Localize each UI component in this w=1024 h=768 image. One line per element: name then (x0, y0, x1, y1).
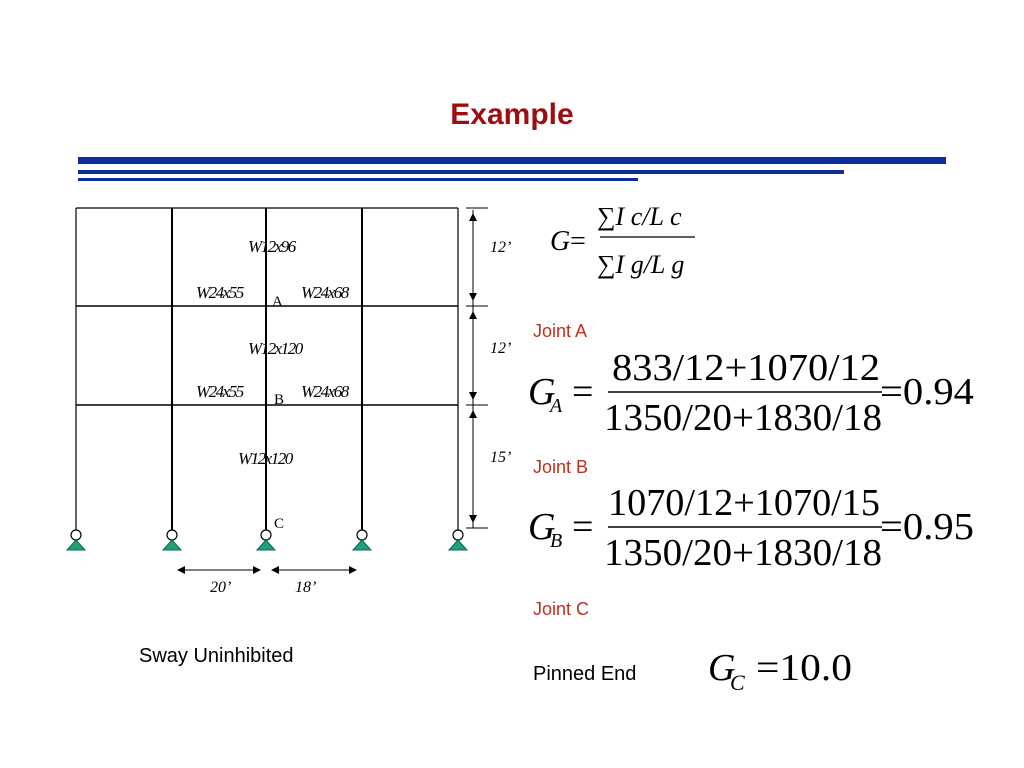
pin-support-5 (447, 529, 469, 551)
slide-title: Example (450, 98, 574, 131)
joint-a-equation: G A = 833/12+1070/12 1350/20+1830/18 =0.… (528, 347, 974, 439)
pin-support-3 (255, 529, 277, 551)
joint-a-numerator: 833/12+1070/12 (612, 347, 880, 389)
span-label-1: 20’ (210, 579, 231, 596)
joint-a-eq: = (572, 371, 593, 413)
pin-support-1 (65, 529, 87, 551)
header-rule-thin (78, 178, 638, 181)
general-numerator: ∑I c/L c (597, 202, 682, 231)
general-lhs: G= (550, 226, 585, 257)
joint-b-result: =0.95 (880, 506, 974, 548)
joint-b-label: B (274, 392, 284, 408)
col-mid-label: W12x120 (248, 339, 304, 358)
header-rule-thick (78, 157, 946, 164)
joint-c-heading: Joint C (533, 599, 590, 619)
joint-a-label: A (272, 294, 283, 310)
height-label-2: 12’ (490, 340, 511, 357)
height-label-1: 12’ (490, 239, 511, 256)
pinned-end-label: Pinned End (533, 663, 637, 685)
joint-a-result: =0.94 (880, 371, 974, 413)
joint-b-denominator: 1350/20+1830/18 (604, 532, 882, 574)
header-rule-mid (78, 170, 844, 174)
general-denominator: ∑I g/L g (597, 250, 684, 279)
col-top-label: W12x96 (248, 237, 297, 256)
joint-a-sub: A (548, 395, 563, 417)
joint-c-sub: C (730, 670, 745, 695)
joint-c-result: =10.0 (756, 647, 852, 689)
joint-b-equation: G B = 1070/12+1070/15 1350/20+1830/18 =0… (528, 482, 974, 574)
beam-right-1-label: W24x68 (301, 283, 350, 302)
col-bot-label: W12x120 (238, 449, 294, 468)
pin-support-4 (351, 529, 373, 551)
caption-sway: Sway Uninhibited (139, 645, 294, 667)
joint-c-label: C (274, 516, 284, 532)
joint-b-g: G (528, 506, 555, 548)
general-equation: G= ∑I c/L c ∑I g/L g (550, 202, 695, 279)
joint-a-g: G (528, 371, 555, 413)
height-label-3: 15’ (490, 449, 511, 466)
joint-b-numerator: 1070/12+1070/15 (608, 482, 880, 524)
joint-a-heading: Joint A (533, 321, 588, 341)
pin-support-2 (161, 529, 183, 551)
joint-a-denominator: 1350/20+1830/18 (604, 397, 882, 439)
joint-b-sub: B (550, 530, 562, 552)
joint-c-g: G (708, 647, 735, 689)
joint-c-equation: G C =10.0 (708, 647, 852, 695)
beam-left-2-label: W24x55 (196, 382, 244, 401)
span-label-2: 18’ (295, 579, 316, 596)
beam-left-1-label: W24x55 (196, 283, 244, 302)
beam-right-2-label: W24x68 (301, 382, 350, 401)
joint-b-eq: = (572, 506, 593, 548)
joint-b-heading: Joint B (533, 457, 589, 477)
